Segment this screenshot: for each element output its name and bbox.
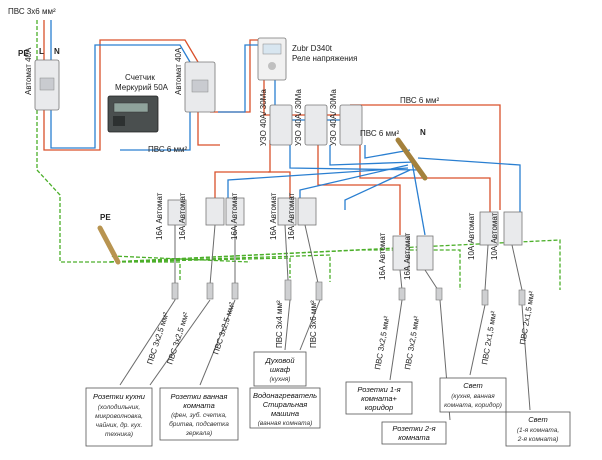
cable-label-bath: ПВС 3х2,5 мм² [211, 301, 236, 356]
load-box-heater: Водонагреватель Стиральная машина (ванна… [249, 387, 321, 429]
breaker-label-7: 16А Автомат [403, 232, 412, 280]
svg-text:машина: машина [271, 409, 299, 418]
cable-label-room2: ПВС 3х2,5 мм² [403, 315, 421, 370]
breaker-after-meter [184, 61, 216, 113]
main-breaker [34, 59, 60, 111]
supply-cable-label: ПВС 3х6 мм² [8, 7, 56, 16]
breaker-label-2: 16А Автомат [178, 192, 187, 240]
svg-text:Стиральная: Стиральная [263, 400, 308, 409]
n-bus-cable-label: ПВС 6 мм² [360, 129, 399, 138]
svg-text:Розетки 2-я: Розетки 2-я [392, 424, 435, 433]
svg-text:Свет: Свет [528, 415, 548, 424]
uzo-label-3: УЗО 40А/ 30Ма [329, 89, 338, 146]
cable-6mm-meter: ПВС 6 мм² [148, 145, 187, 154]
n-label: N [54, 47, 60, 56]
svg-text:чайник, др. кух.: чайник, др. кух. [96, 421, 143, 429]
svg-text:комната+: комната+ [361, 394, 397, 403]
relay-label-2: Реле напряжения [292, 54, 357, 63]
breaker-label-6: 16А Автомат [378, 232, 387, 280]
load-box-bathroom: Розетки ванная комната (фен, зуб. счетка… [159, 387, 239, 441]
breaker-after-meter-label: Автомат 40А [174, 47, 183, 95]
n-bus-label: N [420, 128, 426, 137]
svg-text:шкаф: шкаф [270, 365, 291, 374]
cable-label-heater: ПВС 3х6 мм² [309, 300, 318, 348]
uzo-group [269, 104, 363, 146]
svg-text:комната, коридор): комната, коридор) [444, 401, 502, 409]
load-box-kitchen: Розетки кухни (холодильник, микроволновк… [85, 387, 153, 447]
load-box-light2: Свет (1-я комната, 2-я комната) [505, 411, 571, 447]
load-box-room2: Розетки 2-я комната [381, 421, 447, 445]
breaker-label-1: 16А Автомат [155, 192, 164, 240]
svg-text:микроволновка,: микроволновка, [95, 413, 143, 420]
svg-text:коридор: коридор [365, 403, 394, 412]
svg-text:зеркала): зеркала) [185, 430, 212, 437]
breaker-label-3: 16А Автомат [230, 192, 239, 240]
svg-text:2-я комната): 2-я комната) [517, 436, 559, 443]
cable-label-light1: ПВС 2х1,5 мм² [480, 310, 498, 365]
svg-text:Розетки 1-я: Розетки 1-я [357, 385, 400, 394]
breaker-group-right [479, 211, 523, 246]
l-label: L [39, 47, 44, 56]
electric-meter [107, 95, 159, 133]
svg-text:(фен, зуб. счетка,: (фен, зуб. счетка, [171, 411, 227, 419]
relay-label-1: Zubr D340t [292, 44, 333, 53]
load-box-room1: Розетки 1-я комната+ коридор [345, 381, 413, 415]
svg-text:комната: комната [398, 433, 430, 442]
svg-text:техника): техника) [105, 431, 133, 438]
neutral-wires [50, 20, 521, 236]
meter-label-2: Меркурий 50А [115, 83, 169, 92]
uzo-label-2: УЗО 40А/ 30Ма [294, 89, 303, 146]
load-box-light1: Свет (кухня, ванная комната, коридор) [439, 377, 507, 413]
pe-bus-label: PE [100, 213, 111, 222]
svg-text:(холодильник,: (холодильник, [98, 403, 141, 411]
svg-text:(кухня, ванная: (кухня, ванная [451, 393, 495, 400]
breaker-label-9: 10А Автомат [490, 212, 499, 260]
svg-text:бритва, подсветка: бритва, подсветка [169, 420, 229, 428]
output-wires [119, 224, 531, 421]
pe-wires [36, 20, 561, 290]
svg-text:(1-я комната,: (1-я комната, [517, 427, 560, 434]
voltage-relay [257, 37, 287, 81]
cable-label-oven: ПВС 3х4 мм² [275, 300, 284, 348]
pe-bus-bar [97, 225, 121, 265]
cable-sleeves [171, 279, 526, 306]
cable-label-room1: ПВС 3х2,5 мм² [373, 315, 391, 370]
cable-6mm-top: ПВС 6 мм² [400, 96, 439, 105]
breaker-group-middle [392, 235, 434, 271]
svg-text:Духовой: Духовой [264, 356, 295, 365]
svg-text:(кухня): (кухня) [270, 376, 291, 383]
svg-text:Свет: Свет [463, 381, 483, 390]
svg-text:Розетки кухни: Розетки кухни [93, 392, 146, 401]
load-box-oven: Духовой шкаф (кухня) [253, 351, 307, 387]
svg-text:Водонагреватель: Водонагреватель [253, 391, 317, 400]
breaker-label-4: 16А Автомат [269, 192, 278, 240]
breaker-label-5: 16А Автомат [287, 192, 296, 240]
breaker-label-8: 10А Автомат [467, 212, 476, 260]
meter-label-1: Счетчик [125, 73, 155, 82]
cable-label-kitchen2: ПВС 3х2,5 мм² [165, 311, 190, 366]
main-breaker-label: Автомат 40А [24, 47, 33, 95]
breaker-group-left [167, 197, 317, 226]
svg-text:(ванная комната): (ванная комната) [258, 420, 313, 427]
svg-text:Розетки ванная: Розетки ванная [171, 392, 228, 401]
uzo-label-1: УЗО 40А/ 30Ма [259, 89, 268, 146]
pe-label: PE [18, 49, 29, 58]
phase-wires [43, 20, 501, 235]
n-bus-bar [395, 137, 428, 181]
svg-text:комната: комната [183, 401, 215, 410]
